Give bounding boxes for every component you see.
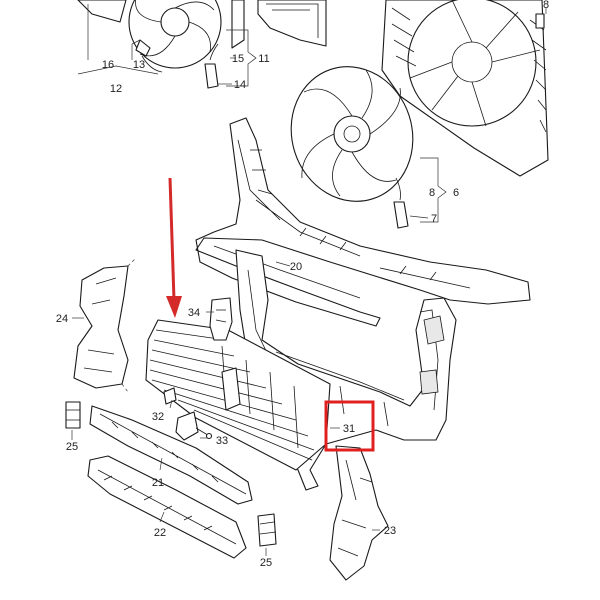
callout-6: 6 (453, 187, 459, 199)
callout-25-bottom: 25 (260, 557, 272, 569)
callout-22: 22 (154, 527, 166, 539)
callout-21: 21 (152, 477, 164, 489)
upper-cross-member (195, 117, 531, 327)
callout-8: 8 (429, 187, 435, 199)
callout-31: 31 (343, 423, 355, 435)
clip-25-bottom (257, 513, 277, 547)
lower-bumper-bracket-22 (87, 455, 247, 559)
callout-25-left: 25 (66, 441, 78, 453)
callout-11: 11 (258, 53, 269, 65)
shroud-frame-top (257, 0, 327, 47)
callout-7: 7 (431, 213, 437, 225)
leader-lines (71, 4, 547, 556)
callout-24: 24 (56, 313, 68, 325)
callout-15: 15 (232, 53, 244, 65)
fan-middle (290, 66, 414, 229)
sensor-bracket-32-33 (163, 387, 213, 441)
air-duct-right (329, 445, 389, 581)
fan-shroud-right (381, 0, 549, 177)
callout-33: 33 (216, 435, 228, 447)
lower-strip-21 (89, 405, 253, 505)
fan-assembly-small (77, 0, 245, 89)
callout-13: 13 (133, 59, 145, 71)
air-guide-louvers (145, 319, 331, 471)
bracket-34 (209, 297, 233, 341)
callout-12: 12 (110, 83, 122, 95)
callout-16: 16 (102, 59, 114, 71)
callout-8-top: 8 (543, 0, 549, 11)
red-down-arrow (166, 177, 182, 318)
callout-labels: 16 13 12 15 11 14 8 8 6 7 20 24 34 32 33… (56, 0, 549, 569)
callout-23: 23 (384, 525, 396, 537)
callout-32: 32 (152, 411, 164, 423)
highlight-box-31 (324, 400, 375, 452)
callout-34: 34 (188, 307, 200, 319)
callout-20: 20 (290, 261, 302, 273)
air-duct-left (73, 257, 137, 393)
clip-25-left (65, 401, 81, 429)
callout-14: 14 (234, 79, 246, 91)
